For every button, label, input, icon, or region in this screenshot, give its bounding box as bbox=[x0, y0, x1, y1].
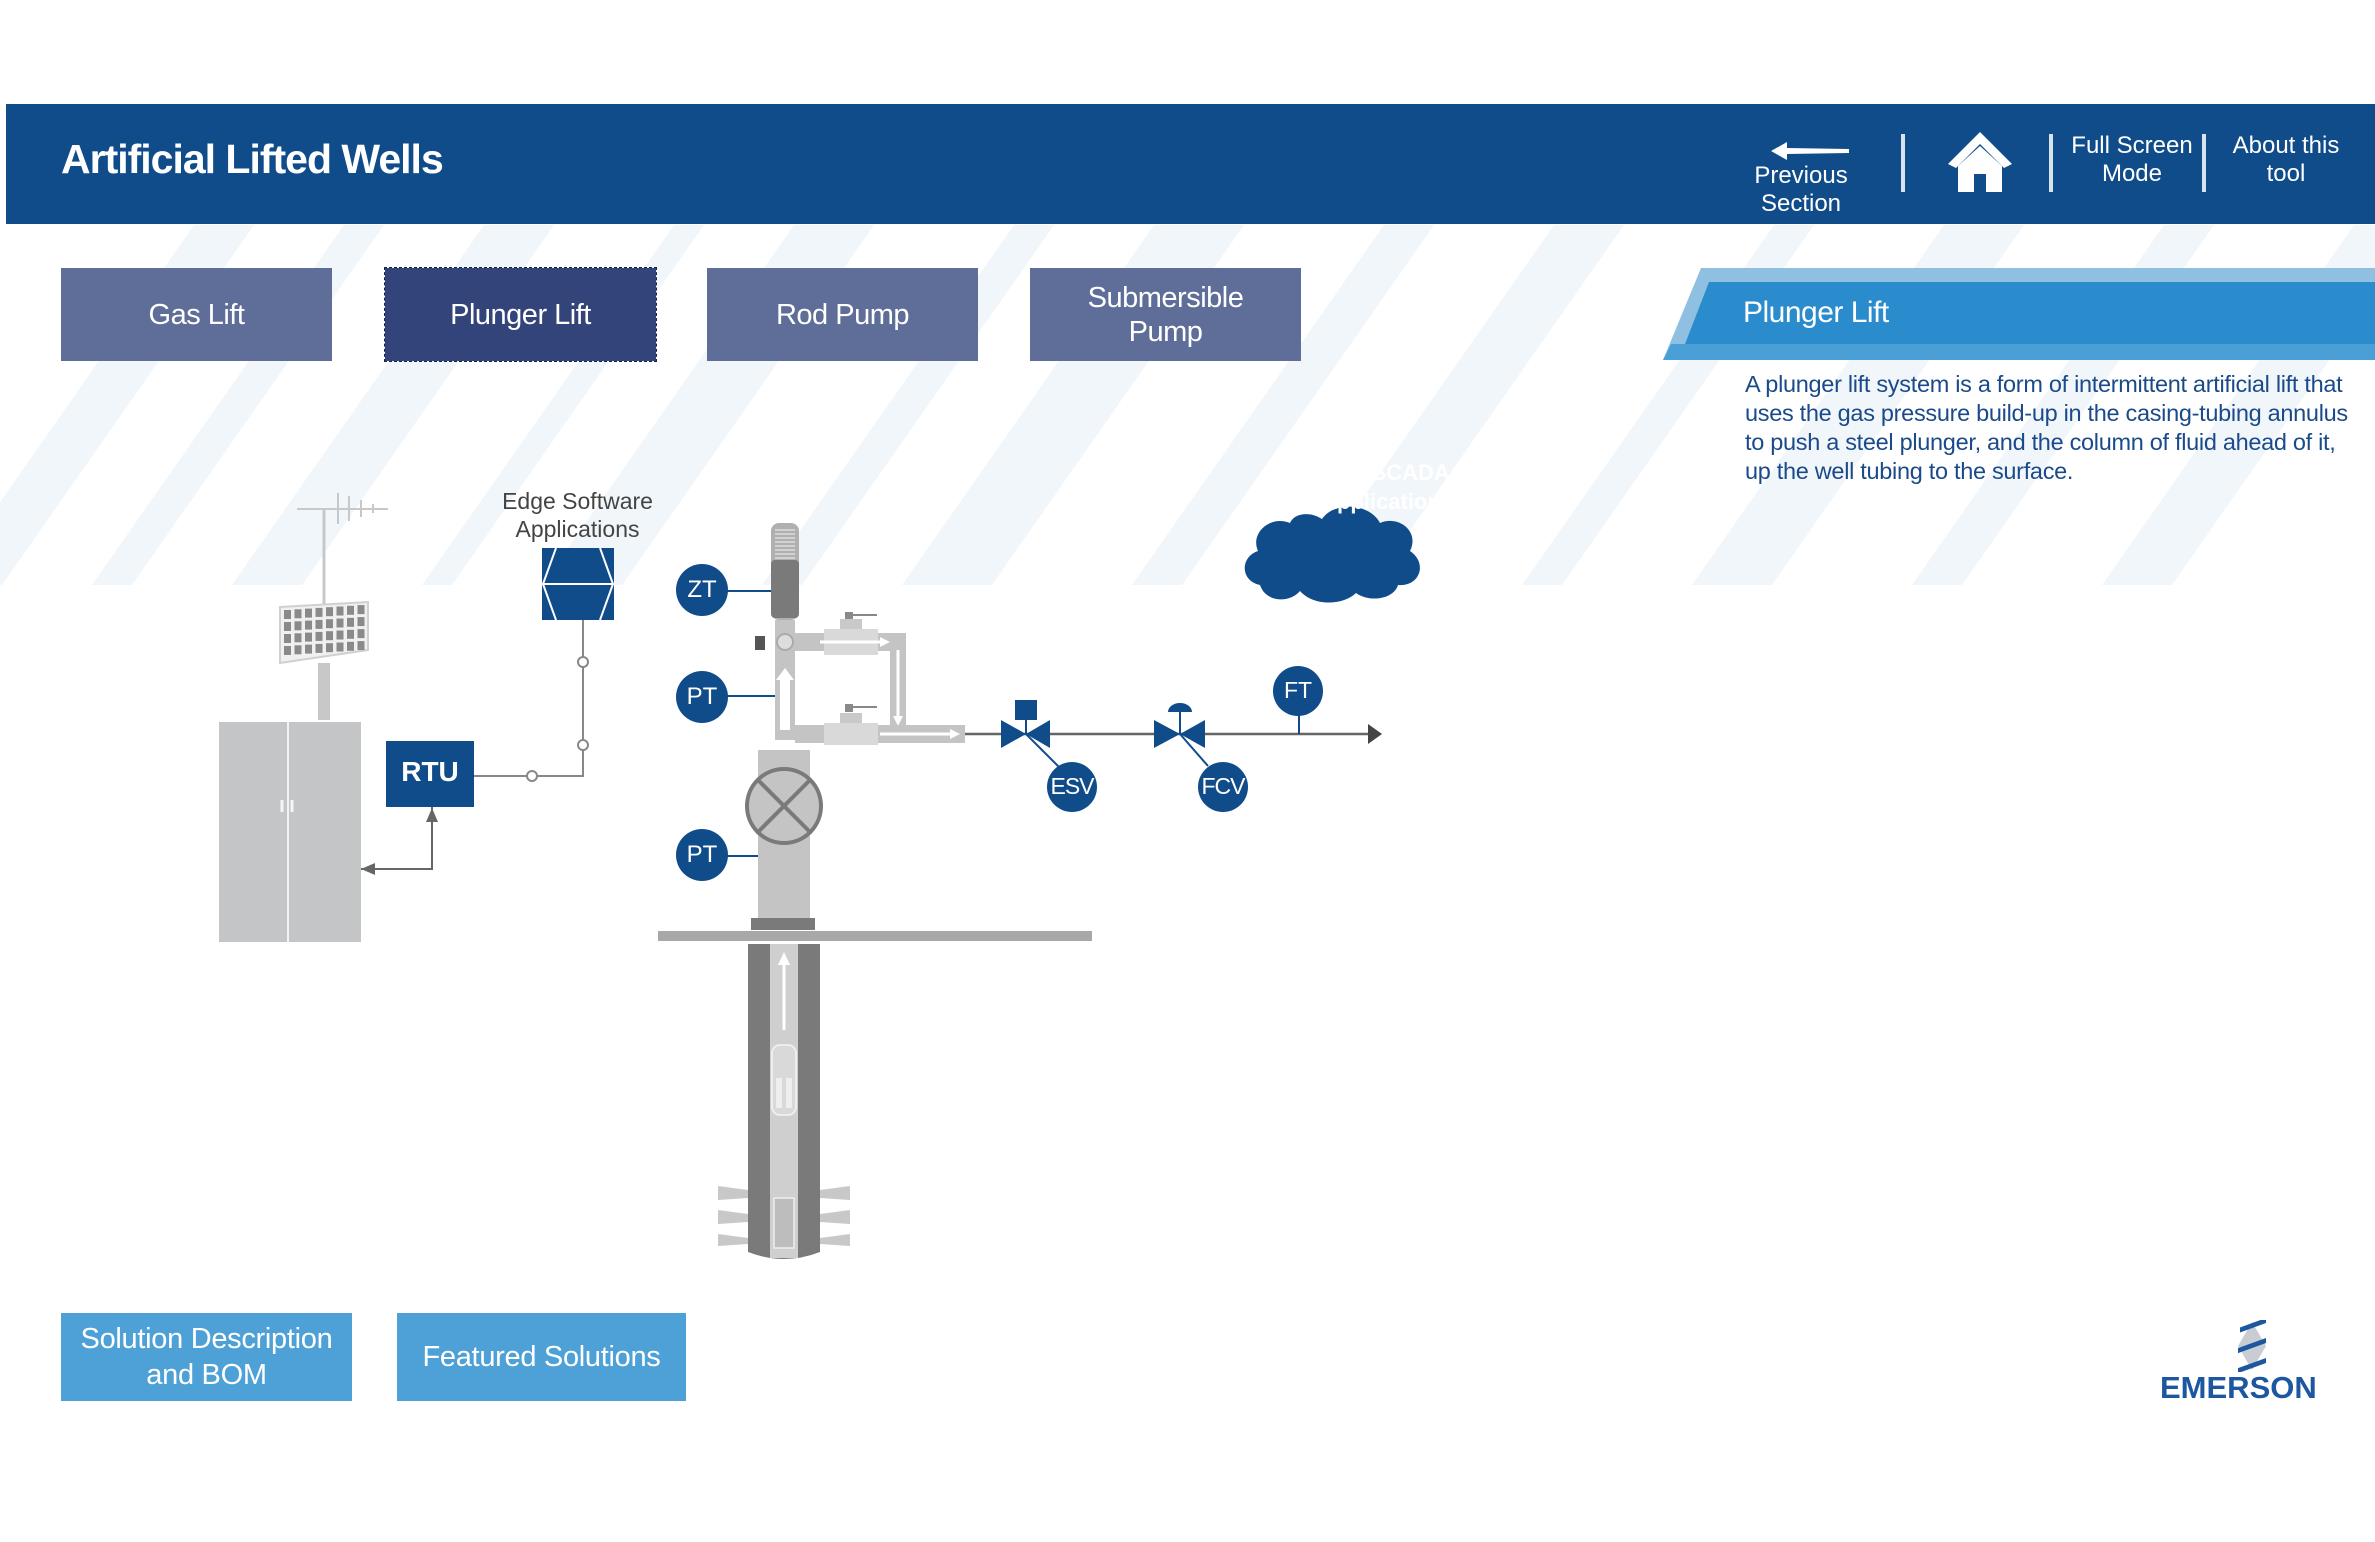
solar-cell bbox=[315, 631, 323, 641]
solar-cell bbox=[326, 607, 333, 617]
edge-software-label: Edge Software Applications bbox=[495, 487, 660, 543]
solar-cell bbox=[357, 629, 365, 639]
tab-rod-pump[interactable]: Rod Pump bbox=[707, 268, 978, 361]
solar-cell bbox=[305, 644, 312, 654]
solar-cell bbox=[336, 618, 344, 628]
tab-label: Submersible Pump bbox=[1087, 281, 1244, 348]
solar-cell bbox=[294, 645, 302, 655]
panel-header bbox=[1685, 282, 2375, 344]
featured-solutions-label: Featured Solutions bbox=[422, 1341, 661, 1373]
solution-label-line2: and BOM bbox=[146, 1359, 267, 1391]
solar-cell bbox=[294, 609, 302, 619]
tab-label: Gas Lift bbox=[148, 298, 245, 331]
edge-label-line2: Applications bbox=[515, 516, 640, 542]
app-title: Artificial Lifted Wells bbox=[61, 136, 444, 182]
arrow-left-icon bbox=[1716, 140, 1886, 162]
solar-cell bbox=[336, 630, 344, 640]
tab-label: Rod Pump bbox=[775, 298, 910, 331]
solution-label-line1: Solution Description bbox=[80, 1323, 333, 1355]
emerson-logo: EMERSON bbox=[2150, 1320, 2360, 1410]
solar-cell bbox=[305, 620, 312, 630]
emerson-logo-mark-icon bbox=[2238, 1320, 2266, 1372]
solar-cell bbox=[336, 642, 344, 652]
solution-description-bom-button[interactable]: Solution Description and BOM bbox=[61, 1313, 352, 1401]
tab-submersible-pump[interactable]: Submersible Pump bbox=[1030, 268, 1301, 361]
tab-label: Plunger Lift bbox=[450, 298, 591, 331]
header-bar: Artificial Lifted Wells Previous Section… bbox=[6, 104, 2375, 224]
solar-cell bbox=[305, 632, 312, 642]
about-label-line2: tool bbox=[2266, 160, 2306, 187]
about-tool-button[interactable]: About this tool bbox=[2216, 132, 2356, 188]
panel-header-accent bbox=[1663, 344, 2375, 360]
home-button[interactable] bbox=[1946, 130, 2014, 194]
esv-label: ESV bbox=[1050, 773, 1094, 799]
solar-cell bbox=[315, 643, 323, 653]
rtu-connections bbox=[361, 615, 589, 875]
solar-cell bbox=[347, 605, 354, 615]
full-screen-button[interactable]: Full Screen Mode bbox=[2064, 132, 2200, 188]
solar-cell bbox=[326, 643, 333, 653]
panel-description: A plunger lift system is a form of inter… bbox=[1745, 371, 2348, 484]
solar-cell bbox=[284, 610, 291, 619]
nav-separator bbox=[2202, 134, 2206, 192]
esv-valve-icon bbox=[1001, 700, 1061, 769]
solar-panel-icon bbox=[279, 600, 369, 720]
solar-cell bbox=[305, 608, 312, 618]
full-screen-label-line2: Mode bbox=[2101, 160, 2163, 187]
rtu-label: RTU bbox=[401, 756, 459, 787]
solar-cell bbox=[284, 634, 291, 643]
pt-lower-label: PT bbox=[686, 841, 718, 868]
solar-cell bbox=[294, 633, 302, 643]
pt-upper-label: PT bbox=[686, 683, 718, 710]
flow-line bbox=[965, 724, 1382, 744]
solar-cell bbox=[294, 621, 302, 631]
tab-plunger-lift[interactable]: Plunger Lift bbox=[384, 267, 657, 362]
solar-cell bbox=[315, 607, 323, 617]
edge-label-line1: Edge Software bbox=[502, 488, 653, 514]
fcv-valve-icon bbox=[1154, 703, 1209, 767]
about-label-line1: About this bbox=[2232, 132, 2340, 159]
solar-cell bbox=[357, 641, 365, 651]
previous-section-button[interactable]: Previous Section bbox=[1716, 140, 1886, 218]
previous-section-label: Previous Section bbox=[1754, 162, 1848, 217]
downhole-tubing bbox=[718, 944, 850, 1259]
solar-cell bbox=[284, 622, 291, 631]
full-screen-label-line1: Full Screen bbox=[2071, 132, 2193, 159]
tab-gas-lift[interactable]: Gas Lift bbox=[61, 268, 332, 361]
cloud-label-line2: & Applications bbox=[1299, 489, 1454, 514]
ft-label: FT bbox=[1283, 677, 1313, 703]
solar-cell bbox=[357, 605, 365, 615]
solar-cell bbox=[315, 619, 323, 629]
cloud-label-line1: Cloud SCADA bbox=[1303, 460, 1450, 485]
control-cabinet bbox=[219, 722, 361, 942]
featured-solutions-button[interactable]: Featured Solutions bbox=[397, 1313, 686, 1401]
solar-cell bbox=[347, 617, 354, 627]
cloud-scada-label: Cloud SCADA & Applications bbox=[1284, 458, 1469, 516]
home-icon bbox=[1948, 132, 2012, 192]
solar-cell bbox=[284, 646, 291, 655]
solar-cell bbox=[326, 619, 333, 629]
fcv-label: FCV bbox=[1201, 773, 1246, 799]
panel-title: Plunger Lift bbox=[1743, 296, 1889, 329]
solar-cell bbox=[326, 631, 333, 641]
solar-cell bbox=[347, 629, 354, 639]
solar-cell bbox=[357, 617, 365, 627]
nav-separator bbox=[2049, 134, 2053, 192]
solar-cell bbox=[336, 606, 344, 616]
emerson-logo-text: EMERSON bbox=[2160, 1370, 2317, 1405]
zt-label: ZT bbox=[687, 576, 717, 603]
nav-separator bbox=[1901, 134, 1905, 192]
solar-cell bbox=[347, 641, 354, 651]
